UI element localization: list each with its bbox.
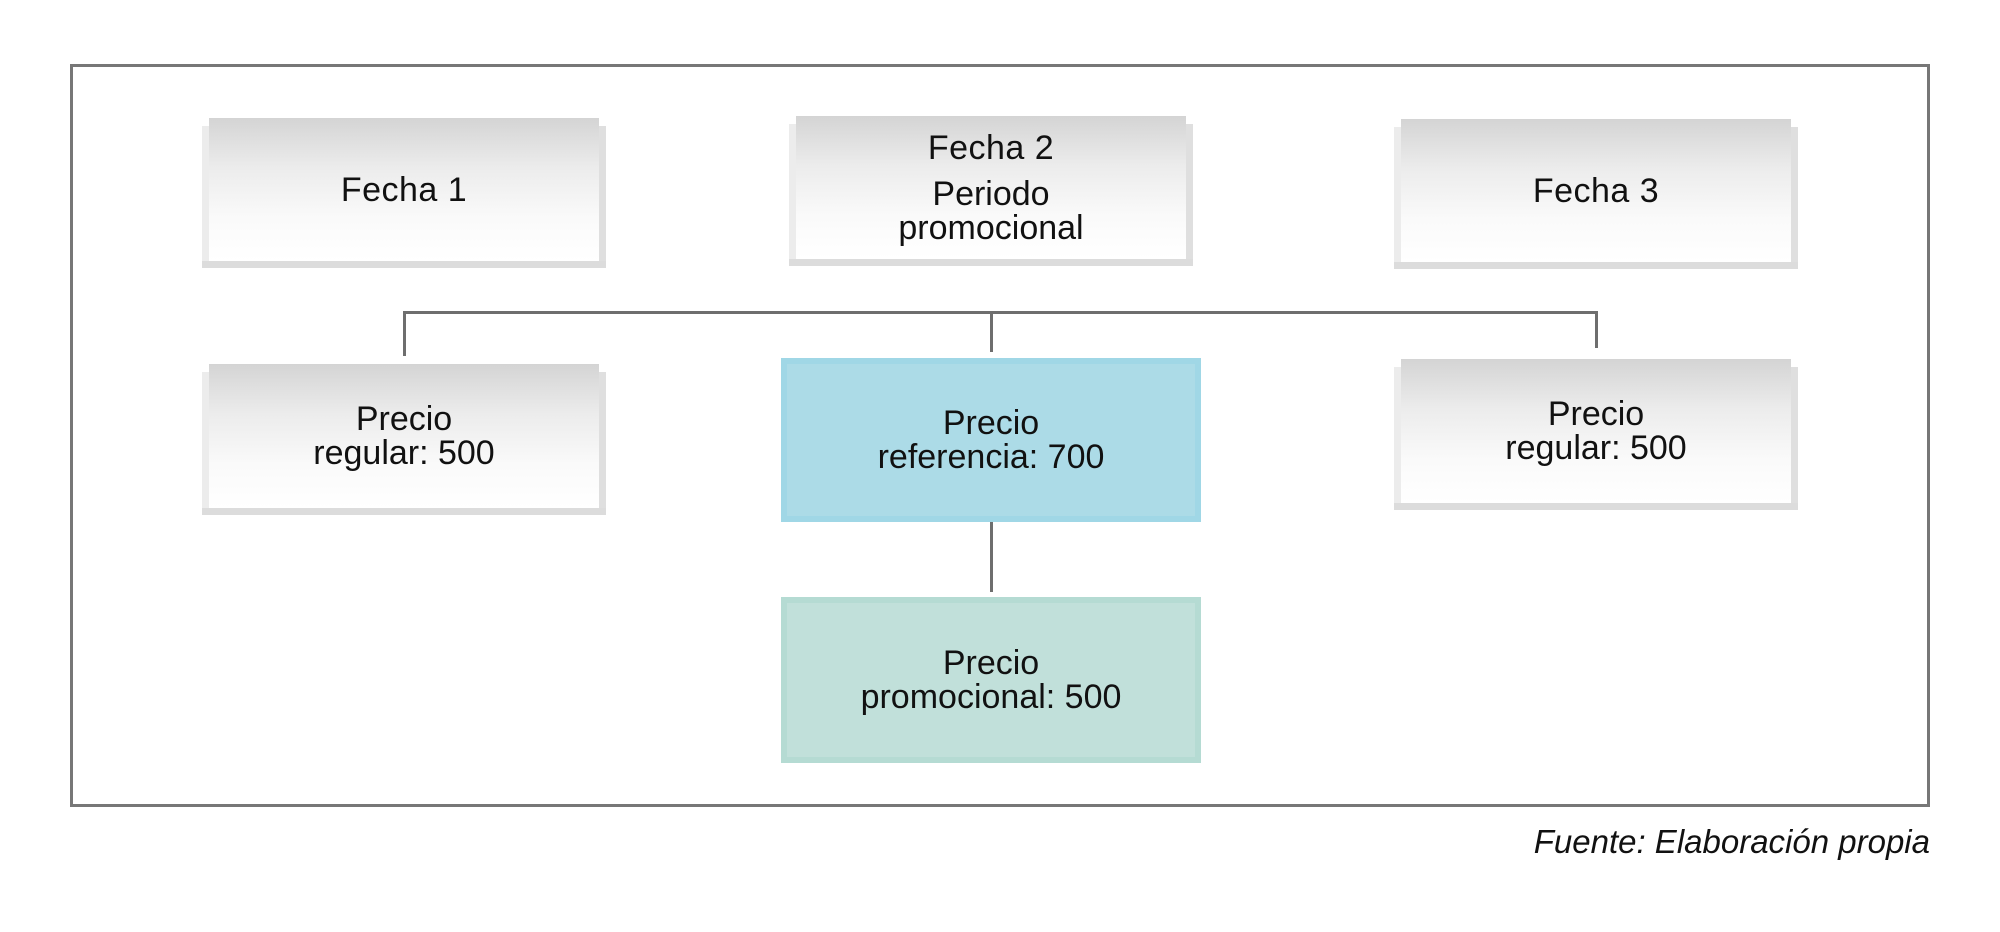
price-reference-line1: Precio <box>942 404 1040 442</box>
price-left-line2: regular: 500 <box>313 434 495 472</box>
price-box-left: Precio regular: 500 <box>202 364 606 515</box>
price-promo-line2: promocional: 500 <box>860 678 1122 716</box>
connector-horizontal <box>403 311 1598 314</box>
date-label-1: Fecha 1 <box>340 170 468 209</box>
date-box-3: Fecha 3 <box>1394 119 1798 269</box>
date-box-1: Fecha 1 <box>202 118 606 268</box>
price-right-line2: regular: 500 <box>1505 429 1687 467</box>
price-promo-line1: Precio <box>942 644 1040 682</box>
price-right-line1: Precio <box>1547 395 1645 433</box>
date-label-2: Fecha 2 <box>927 128 1055 167</box>
connector-center-drop <box>990 311 993 352</box>
connector-left-drop <box>403 311 406 356</box>
promo-period-line2: promocional <box>898 208 1084 247</box>
price-reference-line2: referencia: 700 <box>877 438 1105 476</box>
promo-period-line1: Periodo <box>932 174 1050 213</box>
price-left-line1: Precio <box>355 400 453 438</box>
price-box-promo: Precio promocional: 500 <box>781 597 1201 763</box>
connector-promo-drop <box>990 522 993 592</box>
price-box-right: Precio regular: 500 <box>1394 359 1798 510</box>
price-box-reference: Precio referencia: 700 <box>781 358 1201 522</box>
connector-right-drop <box>1595 311 1598 348</box>
date-label-3: Fecha 3 <box>1532 171 1660 210</box>
date-box-2: Fecha 2 Periodo promocional <box>789 116 1193 266</box>
source-note: Fuente: Elaboración propia <box>1533 823 1930 860</box>
